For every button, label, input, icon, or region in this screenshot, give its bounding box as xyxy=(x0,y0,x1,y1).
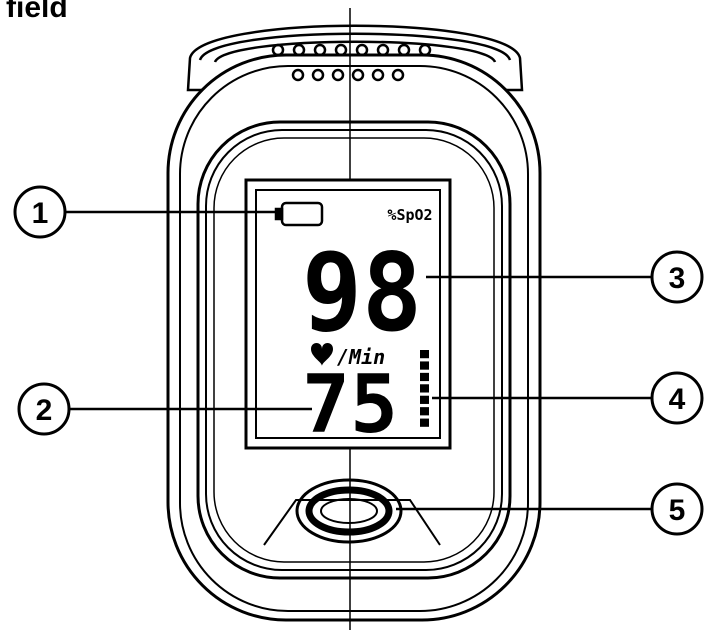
callout-number-2: 2 xyxy=(36,394,53,427)
speaker-dot xyxy=(271,43,285,57)
speaker-dot xyxy=(313,43,327,57)
speaker-dot xyxy=(334,43,348,57)
spo2-value: 98 xyxy=(302,231,422,356)
pulse-unit-label: /Min xyxy=(337,345,385,369)
lcd-screen xyxy=(244,178,452,450)
spo2-unit-label: %SpO2 xyxy=(387,206,432,224)
power-button[interactable] xyxy=(295,478,403,544)
callout-number-1: 1 xyxy=(32,197,49,230)
speaker-dot xyxy=(355,43,369,57)
speaker-dot xyxy=(292,43,306,57)
speaker-dot xyxy=(391,68,405,82)
callout-2: 2 xyxy=(17,382,312,436)
pulse-bar-segment xyxy=(420,395,429,404)
pulse-bar-segment xyxy=(420,407,429,416)
callout-5: 5 xyxy=(396,482,704,536)
speaker-dot xyxy=(371,68,385,82)
pulse-bar-segment xyxy=(420,361,429,370)
speaker-dot xyxy=(291,68,305,82)
callout-1: 1 xyxy=(13,185,278,239)
pulse-bar-segment xyxy=(420,372,429,382)
speaker-grille xyxy=(271,43,432,82)
callout-4: 4 xyxy=(432,371,704,425)
pulse-bar-segment xyxy=(420,350,429,359)
pulse-strength-bar xyxy=(420,350,429,427)
speaker-dot xyxy=(311,68,325,82)
callout-number-3: 3 xyxy=(669,262,686,295)
speaker-dot xyxy=(397,43,411,57)
page-title-fragment: field xyxy=(6,0,68,24)
pulse-value: 75 xyxy=(302,358,398,451)
pulse-bar-segment xyxy=(420,418,429,427)
callout-number-5: 5 xyxy=(669,494,686,527)
speaker-dot xyxy=(331,68,345,82)
speaker-dot xyxy=(418,43,432,57)
battery-icon xyxy=(274,201,324,227)
callout-3: 3 xyxy=(426,250,704,304)
pulse-bar-segment xyxy=(420,384,429,393)
callout-number-4: 4 xyxy=(669,383,686,416)
speaker-dot xyxy=(376,43,390,57)
speaker-dot xyxy=(351,68,365,82)
heart-icon xyxy=(311,343,333,366)
